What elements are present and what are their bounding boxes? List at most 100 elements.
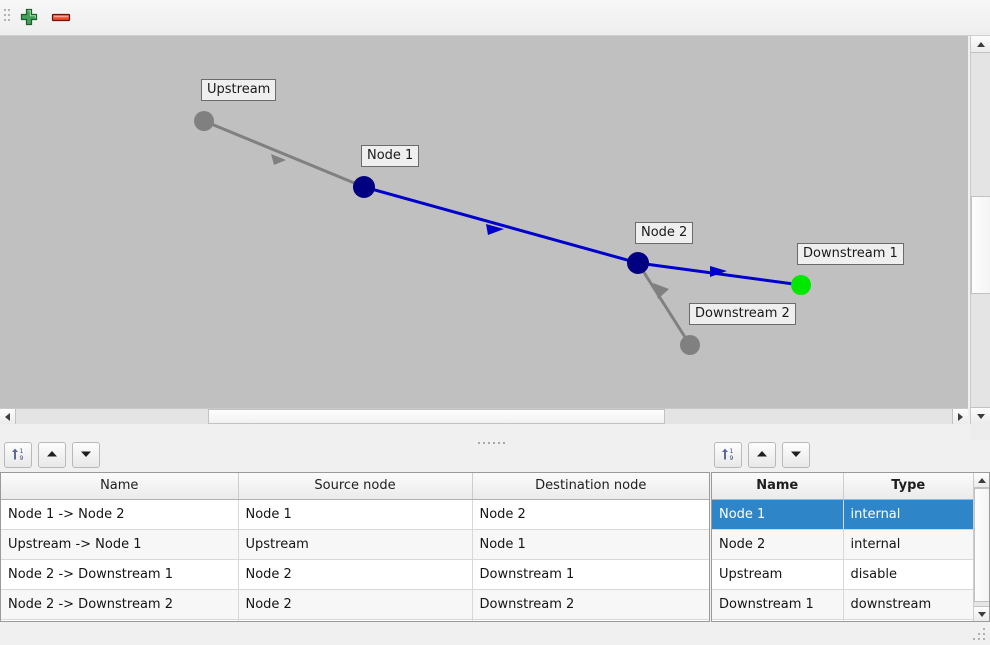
chevron-right-icon (958, 412, 963, 421)
chevron-left-icon (5, 412, 10, 421)
edge-source-cell[interactable]: Node 1 (238, 499, 473, 530)
nodes-table-vscrollbar[interactable] (973, 473, 989, 621)
table-row[interactable]: Node 2 internal (712, 529, 973, 560)
edge-destination-cell[interactable]: Downstream 1 (472, 559, 709, 590)
graph-label-downstream1[interactable]: Downstream 1 (797, 243, 904, 265)
nodes-vscroll-down-button[interactable] (974, 606, 989, 621)
node-type-cell[interactable]: internal (843, 499, 973, 530)
edge-node2-downstream2 (636, 262, 692, 346)
graph-node-downstream1[interactable] (791, 275, 811, 295)
node-name-cell[interactable]: Upstream (712, 559, 844, 590)
graph-label-node2[interactable]: Node 2 (635, 222, 694, 244)
graph-node-node1[interactable] (353, 176, 375, 198)
window-resize-grip[interactable] (973, 628, 987, 642)
splitter-grip[interactable] (478, 442, 508, 445)
edge-destination-cell[interactable]: Node 2 (472, 499, 709, 530)
arrow-up-icon (45, 448, 59, 463)
nodes-column-header-name[interactable]: Name (712, 473, 844, 500)
empty-cell (1, 619, 239, 621)
edge-name-cell[interactable]: Node 2 -> Downstream 1 (1, 559, 239, 590)
toolbar-drag-handle[interactable] (4, 9, 10, 27)
svg-text:9: 9 (20, 455, 24, 462)
edge-name-cell[interactable]: Node 2 -> Downstream 2 (1, 589, 239, 620)
edge-arrow-node2-downstream2 (653, 283, 669, 299)
scrollbar-corner (970, 424, 990, 440)
edge-destination-cell[interactable]: Downstream 2 (472, 589, 709, 620)
vscroll-down-button[interactable] (971, 407, 990, 424)
chevron-up-icon (978, 477, 986, 483)
plus-icon (19, 7, 39, 30)
hscroll-left-button[interactable] (0, 409, 16, 424)
edges-pane-toolbar: 1 9 (4, 442, 304, 470)
vscroll-thumb[interactable] (971, 196, 990, 294)
graph-node-downstream2[interactable] (680, 335, 700, 355)
edges-move-up-button[interactable] (38, 442, 66, 468)
nodes-vscroll-thumb[interactable] (974, 488, 989, 602)
graph-label-node1[interactable]: Node 1 (361, 145, 420, 167)
edges-table-body: Node 1 -> Node 2 Node 1 Node 2 Upstream … (1, 499, 709, 621)
edge-source-cell[interactable]: Upstream (238, 529, 473, 560)
minus-icon (50, 10, 72, 27)
edges-column-header-destination[interactable]: Destination node (472, 473, 709, 500)
node-type-cell[interactable]: downstream (843, 589, 973, 620)
table-row[interactable]: Node 2 -> Downstream 1 Node 2 Downstream… (1, 559, 709, 590)
table-row[interactable]: Downstream 1 downstream (712, 589, 973, 620)
table-empty-row (712, 619, 973, 621)
graph-node-upstream[interactable] (194, 111, 214, 131)
remove-button[interactable] (48, 6, 74, 30)
empty-cell (843, 619, 973, 621)
table-row-selected[interactable]: Node 1 internal (712, 499, 973, 530)
nodes-table-viewport: Name Type Node 1 internal Node 2 interna… (712, 473, 973, 621)
edges-column-header-source[interactable]: Source node (238, 473, 473, 500)
edge-source-cell[interactable]: Node 2 (238, 589, 473, 620)
edges-sort-button[interactable]: 1 9 (4, 442, 32, 468)
node-type-cell[interactable]: disable (843, 559, 973, 590)
hscroll-right-button[interactable] (952, 409, 968, 424)
edges-move-down-button[interactable] (72, 442, 100, 468)
edge-destination-cell[interactable]: Node 1 (472, 529, 709, 560)
node-name-cell[interactable]: Node 1 (712, 499, 844, 530)
canvas-vscrollbar[interactable] (970, 36, 990, 424)
nodes-move-down-button[interactable] (782, 442, 810, 468)
vscroll-up-button[interactable] (971, 36, 990, 53)
nodes-move-up-button[interactable] (748, 442, 776, 468)
nodes-table[interactable]: Name Type Node 1 internal Node 2 interna… (711, 472, 990, 622)
main-toolbar (0, 0, 990, 36)
table-row[interactable]: Upstream -> Node 1 Upstream Node 1 (1, 529, 709, 560)
graph-label-downstream2[interactable]: Downstream 2 (689, 303, 796, 325)
edge-name-cell[interactable]: Upstream -> Node 1 (1, 529, 239, 560)
table-row[interactable]: Node 1 -> Node 2 Node 1 Node 2 (1, 499, 709, 530)
svg-text:9: 9 (730, 455, 734, 462)
add-button[interactable] (16, 6, 42, 30)
table-row[interactable]: Upstream disable (712, 559, 973, 590)
node-name-cell[interactable]: Downstream 1 (712, 589, 844, 620)
arrow-down-icon (789, 448, 803, 463)
table-empty-row (1, 619, 709, 621)
nodes-column-header-type[interactable]: Type (843, 473, 973, 500)
edge-upstream-node1 (203, 119, 365, 189)
nodes-vscroll-up-button[interactable] (974, 473, 989, 488)
nodes-table-grid: Name Type Node 1 internal Node 2 interna… (712, 473, 973, 621)
chevron-up-icon (977, 41, 985, 47)
table-row[interactable]: Node 2 -> Downstream 2 Node 2 Downstream… (1, 589, 709, 620)
hscroll-thumb[interactable] (208, 409, 665, 424)
graph-node-node2[interactable] (627, 252, 649, 274)
graph-canvas[interactable]: Upstream Node 1 Node 2 Downstream 1 Down… (0, 36, 968, 424)
edges-table[interactable]: Name Source node Destination node Node 1… (0, 472, 710, 622)
edge-name-cell[interactable]: Node 1 -> Node 2 (1, 499, 239, 530)
arrow-up-icon (755, 448, 769, 463)
nodes-sort-button[interactable]: 1 9 (714, 442, 742, 468)
empty-cell (238, 619, 473, 621)
graph-view[interactable]: Upstream Node 1 Node 2 Downstream 1 Down… (0, 36, 990, 440)
edges-column-header-name[interactable]: Name (1, 473, 239, 500)
graph-label-upstream[interactable]: Upstream (201, 79, 277, 101)
sort-ascending-icon: 1 9 (10, 446, 26, 465)
edges-table-head: Name Source node Destination node (1, 473, 709, 500)
chevron-down-icon (977, 413, 985, 419)
chevron-down-icon (978, 611, 986, 617)
node-type-cell[interactable]: internal (843, 529, 973, 560)
pane-splitter[interactable] (0, 440, 990, 446)
canvas-hscrollbar[interactable] (0, 408, 968, 424)
node-name-cell[interactable]: Node 2 (712, 529, 844, 560)
edge-source-cell[interactable]: Node 2 (238, 559, 473, 590)
